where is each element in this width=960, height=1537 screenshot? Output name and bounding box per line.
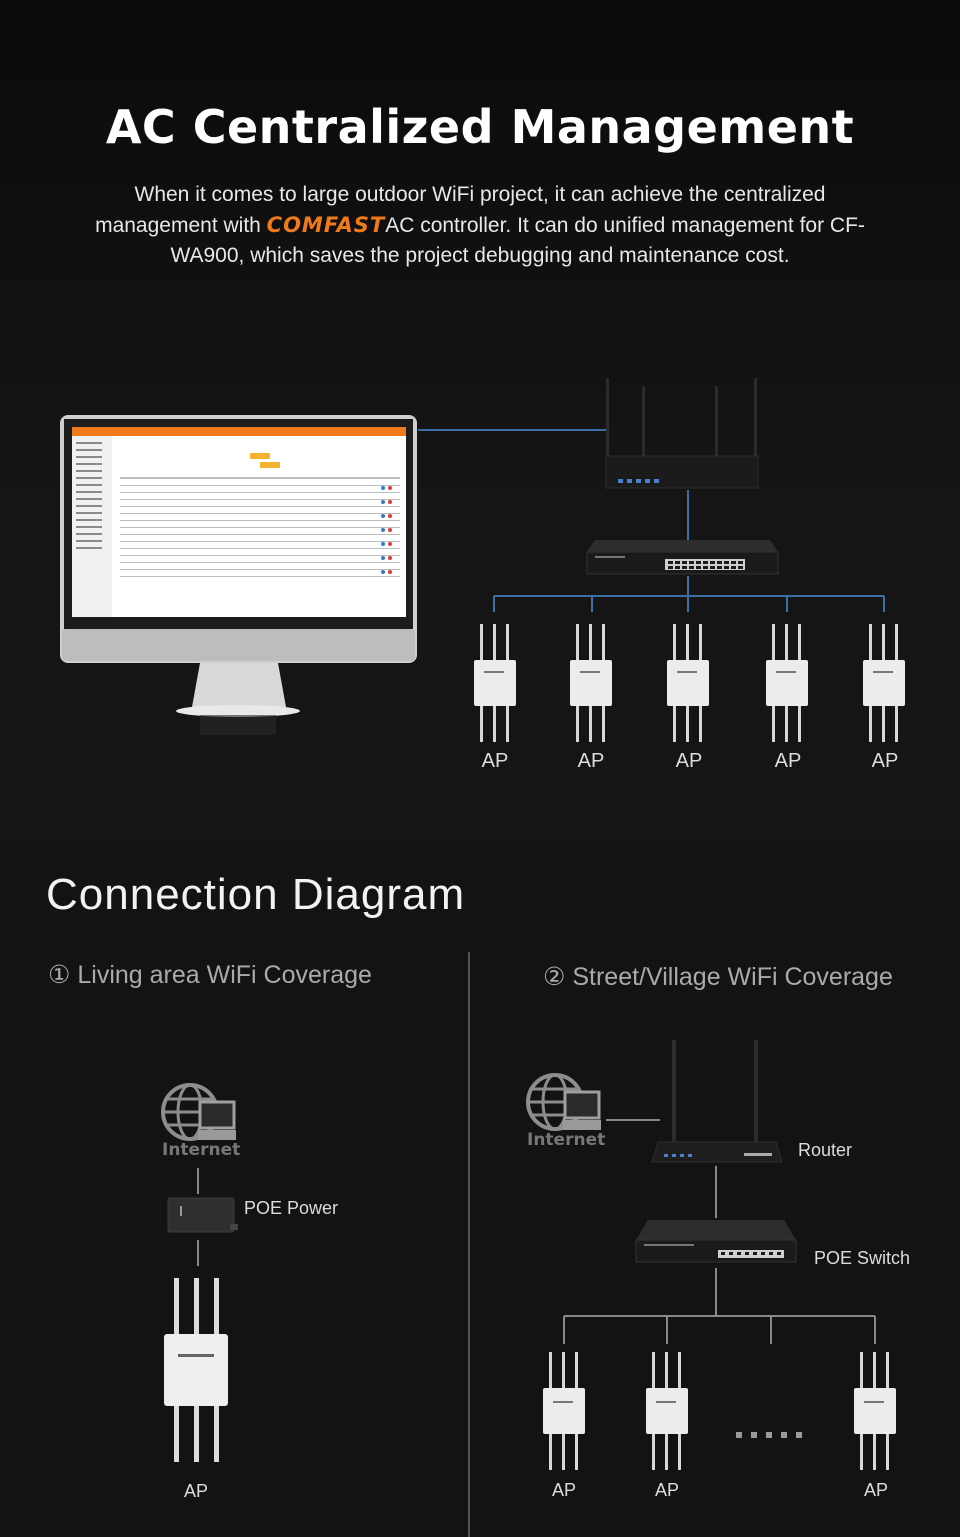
ap-label-4: AP [774, 750, 802, 772]
ap-device-3 [667, 624, 709, 742]
street-ap-label-1: AP [551, 1480, 576, 1500]
connection-section-bg [0, 840, 960, 1537]
intro-text-2: AC controller. It can do unified managem… [170, 214, 865, 267]
ac-links [418, 429, 885, 612]
street-ap-label-3: AP [863, 1480, 888, 1500]
street-ap-device-3 [854, 1352, 896, 1470]
internet-globe-icon-street [526, 1073, 601, 1131]
poe-power-adapter [167, 1197, 238, 1233]
ap-label-2: AP [577, 750, 605, 772]
living-ap-device [164, 1278, 228, 1462]
page-title: AC Centralized Management [105, 100, 855, 154]
ap-device-5 [863, 624, 905, 742]
poe-power-label: POE Power [244, 1198, 339, 1218]
street-router-device [651, 1040, 783, 1163]
intro-text-1: When it comes to large outdoor WiFi proj… [95, 183, 826, 237]
ap-device-1 [474, 624, 516, 742]
intro-paragraph: When it comes to large outdoor WiFi proj… [80, 180, 880, 271]
street-ap-device-1 [543, 1352, 585, 1470]
living-ap-label: AP [183, 1481, 208, 1501]
internet-label-living: Internet [162, 1140, 241, 1160]
more-devices-ellipsis [736, 1432, 802, 1438]
street-ap-label-2: AP [654, 1480, 679, 1500]
monitor-illustration [60, 415, 417, 735]
internet-globe-icon [161, 1083, 236, 1141]
brand-logo-text: COMFAST [266, 213, 386, 237]
router-label: Router [798, 1140, 853, 1160]
section-divider [468, 952, 470, 1537]
router-illustration [605, 378, 759, 489]
poe-switch-label: POE Switch [814, 1248, 911, 1268]
internet-label-street: Internet [527, 1130, 606, 1150]
ap-device-2 [570, 624, 612, 742]
ap-label-1: AP [481, 750, 509, 772]
ap-label-3: AP [675, 750, 703, 772]
street-ap-device-2 [646, 1352, 688, 1470]
ap-device-4 [766, 624, 808, 742]
street-poe-switch [635, 1220, 797, 1263]
ap-label-5: AP [871, 750, 899, 772]
switch-illustration [586, 540, 779, 575]
living-area-heading: ① Living area WiFi Coverage [48, 961, 372, 989]
street-village-heading: ② Street/Village WiFi Coverage [543, 963, 893, 991]
connection-diagram-title: Connection Diagram [46, 870, 466, 919]
